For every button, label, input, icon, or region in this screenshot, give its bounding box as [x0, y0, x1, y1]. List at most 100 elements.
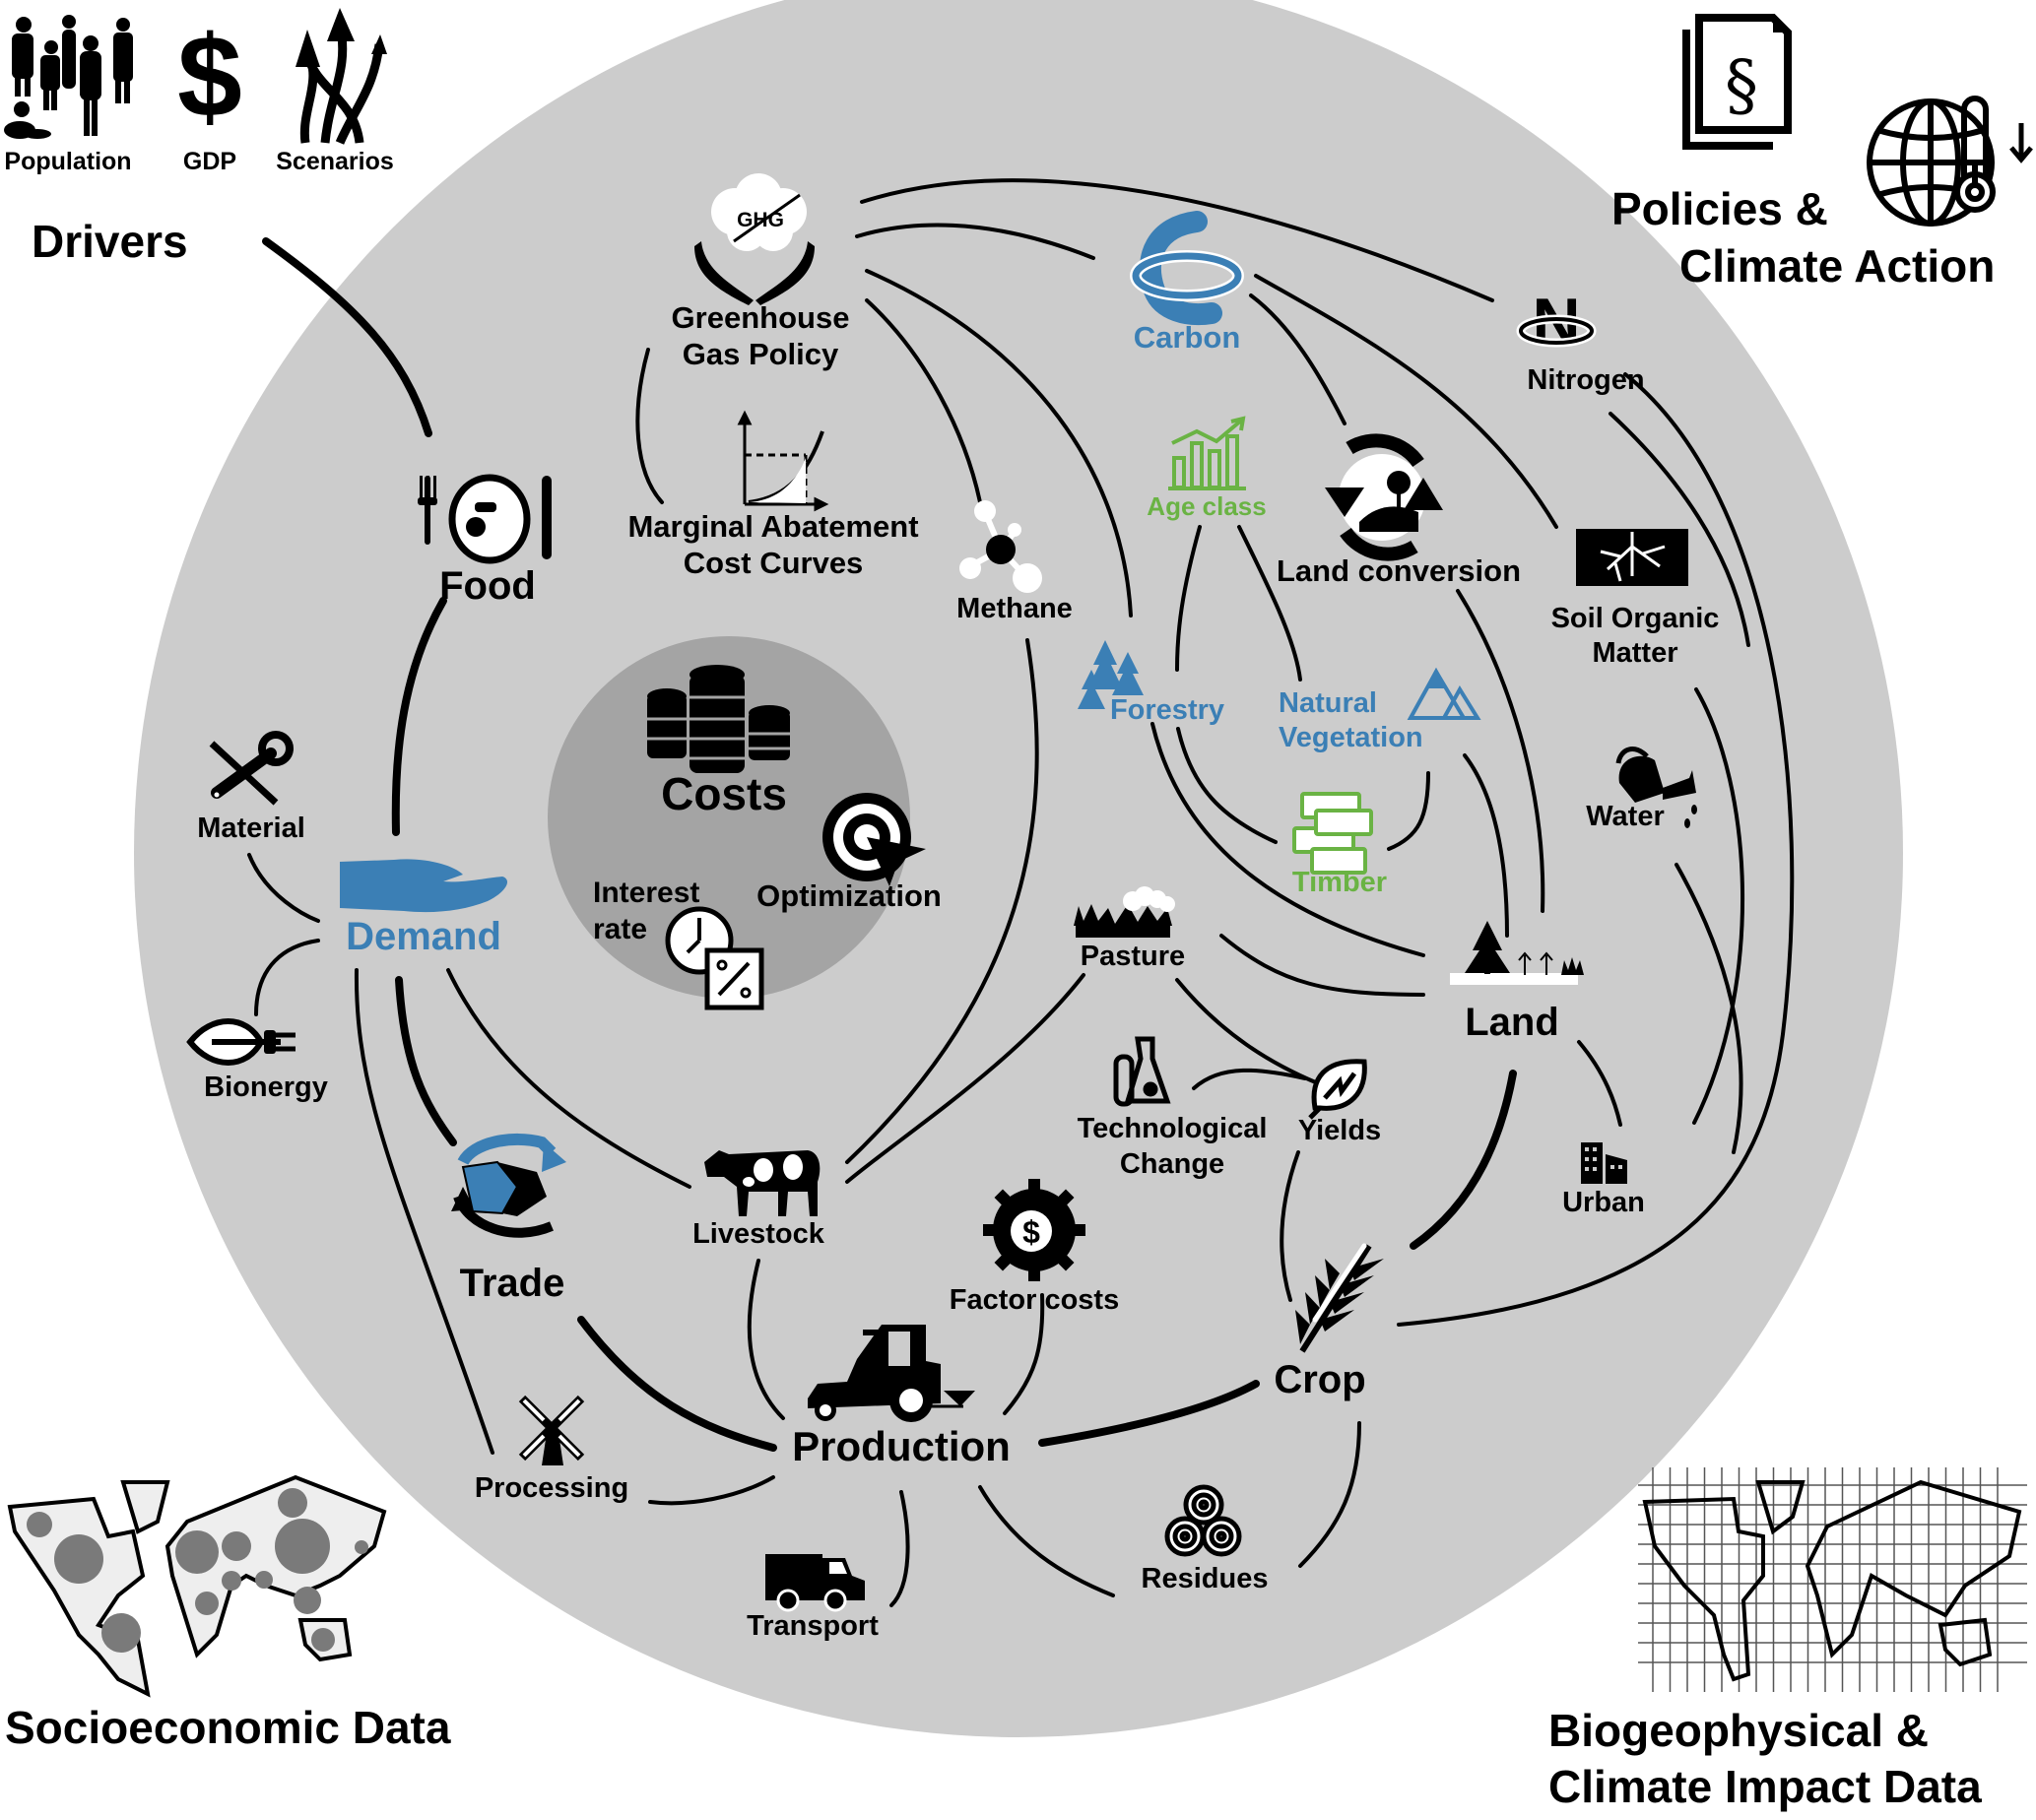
edge-crop-residues	[1298, 1421, 1361, 1568]
age-class-chart-icon	[1168, 416, 1246, 490]
dollar-icon: $	[177, 12, 242, 142]
methane-molecule-icon	[959, 500, 1042, 593]
demand-hand-icon	[340, 859, 507, 913]
node-mac-line1: Marginal Abatement	[627, 509, 919, 544]
node-tech-line2: Change	[1119, 1148, 1225, 1180]
node-land: Land	[1465, 1001, 1559, 1044]
windmill-icon	[518, 1395, 585, 1465]
policies-title-line2: Climate Action	[1679, 240, 1996, 292]
node-food: Food	[439, 564, 536, 608]
inner-core-circle	[548, 636, 910, 999]
edge-pasture-livestock	[845, 973, 1085, 1184]
edge-water-crop	[1675, 863, 1743, 1154]
svg-text:$: $	[177, 12, 242, 142]
edge-natveg-land	[1463, 753, 1509, 938]
node-crop: Crop	[1274, 1358, 1366, 1401]
node-forestry: Forestry	[1109, 694, 1225, 726]
outer-circle	[134, 0, 1903, 1737]
edge-bioenergy-demand	[254, 939, 320, 1016]
land-tree-crops-icon	[1450, 921, 1584, 985]
node-nitrogen: Nitrogen	[1527, 364, 1645, 396]
node-water: Water	[1586, 801, 1665, 832]
forestry-trees-icon	[1078, 640, 1144, 709]
node-ghg-policy-line2: Gas Policy	[682, 337, 839, 371]
coins-stack-icon	[647, 665, 790, 773]
node-material: Material	[197, 812, 305, 844]
node-processing: Processing	[474, 1472, 629, 1504]
edge-ghg-forestry	[865, 269, 1133, 618]
node-tech-line1: Technological	[1077, 1113, 1268, 1144]
node-yields: Yields	[1297, 1115, 1382, 1146]
biogeophysical-title-line1: Biogeophysical &	[1548, 1705, 1929, 1756]
edge-yields-crop	[1280, 1150, 1300, 1302]
edge-factor-production	[1003, 1293, 1045, 1415]
truck-icon	[765, 1554, 865, 1612]
watering-can-icon	[1615, 747, 1697, 828]
core-label-optimization: Optimization	[756, 878, 942, 913]
node-land-conversion: Land conversion	[1276, 553, 1522, 588]
ghg-hands-icon	[694, 173, 815, 305]
core-label-costs: Costs	[661, 768, 787, 819]
edge-production-processing	[648, 1475, 775, 1506]
cow-icon	[704, 1150, 821, 1216]
edge-food-demand	[391, 597, 447, 836]
edge-natveg-timber	[1387, 771, 1430, 851]
edge-land-urban	[1577, 1040, 1622, 1127]
gear-dollar-icon: $	[983, 1179, 1085, 1281]
edge-ghg-carbon	[855, 223, 1095, 260]
edge-landconv-land	[1456, 589, 1545, 913]
node-methane: Methane	[956, 593, 1073, 624]
node-urban: Urban	[1562, 1187, 1645, 1218]
edge-ageclass-forestry	[1175, 525, 1202, 672]
globe-thermometer-icon	[1867, 96, 2033, 227]
bioenergy-leaf-plug-icon	[186, 1018, 296, 1066]
edge-tech-yields	[1192, 1068, 1307, 1090]
node-ghg-policy-line1: Greenhouse	[671, 300, 850, 335]
edge-ghg-nitrogen	[860, 178, 1494, 302]
hay-bales-icon	[1164, 1484, 1242, 1557]
edge-nitrogen-crop	[1397, 372, 1795, 1327]
pasture-sheep-icon	[1074, 886, 1175, 938]
core-label-interest-line2: rate	[593, 913, 648, 945]
ghg-badge-label: GHG	[737, 209, 784, 231]
node-demand: Demand	[346, 915, 501, 958]
edge-som-crop	[1692, 687, 1744, 1125]
food-plate-icon	[418, 474, 552, 564]
svg-text:§: §	[1725, 47, 1758, 125]
edge-material-demand	[247, 853, 320, 923]
people-icon	[4, 15, 133, 139]
edge-demand-livestock	[446, 968, 691, 1189]
node-timber: Timber	[1291, 867, 1388, 898]
node-livestock: Livestock	[692, 1218, 824, 1250]
node-bioenergy: Bionergy	[204, 1072, 328, 1103]
node-som-line2: Matter	[1592, 637, 1678, 669]
timber-logs-icon	[1292, 792, 1373, 875]
tools-icon	[209, 731, 294, 806]
socioeconomic-data-title: Socioeconomic Data	[5, 1702, 451, 1753]
node-carbon: Carbon	[1133, 320, 1241, 355]
soil-roots-icon	[1576, 529, 1688, 586]
node-natveg-line1: Natural	[1279, 687, 1377, 719]
legal-document-icon: §	[1682, 14, 1792, 150]
branching-arrows-icon	[296, 8, 387, 145]
node-residues: Residues	[1141, 1563, 1269, 1594]
edge-carbon-som	[1254, 274, 1558, 529]
edge-forestry-timber	[1176, 727, 1278, 844]
tractor-icon	[808, 1325, 975, 1422]
land-conversion-icon	[1325, 433, 1443, 561]
wheat-icon	[1295, 1243, 1384, 1353]
trade-handshake-icon	[451, 1134, 566, 1238]
edge-ageclass-natveg	[1237, 525, 1302, 682]
driver-label-gdp: GDP	[182, 148, 237, 175]
edges	[247, 178, 1795, 1607]
mac-curve-icon	[737, 410, 829, 512]
edge-forestry-land	[1150, 722, 1425, 957]
node-som-line1: Soil Organic	[1550, 603, 1720, 634]
edge-pasture-land	[1219, 934, 1425, 997]
edge-methane-livestock	[845, 638, 1039, 1164]
edge-trade-production	[577, 1316, 777, 1452]
carbon-cycle-icon	[1130, 211, 1244, 326]
edge-ghg-mac	[635, 348, 664, 504]
node-trade: Trade	[459, 1262, 565, 1305]
node-production: Production	[792, 1423, 1011, 1469]
